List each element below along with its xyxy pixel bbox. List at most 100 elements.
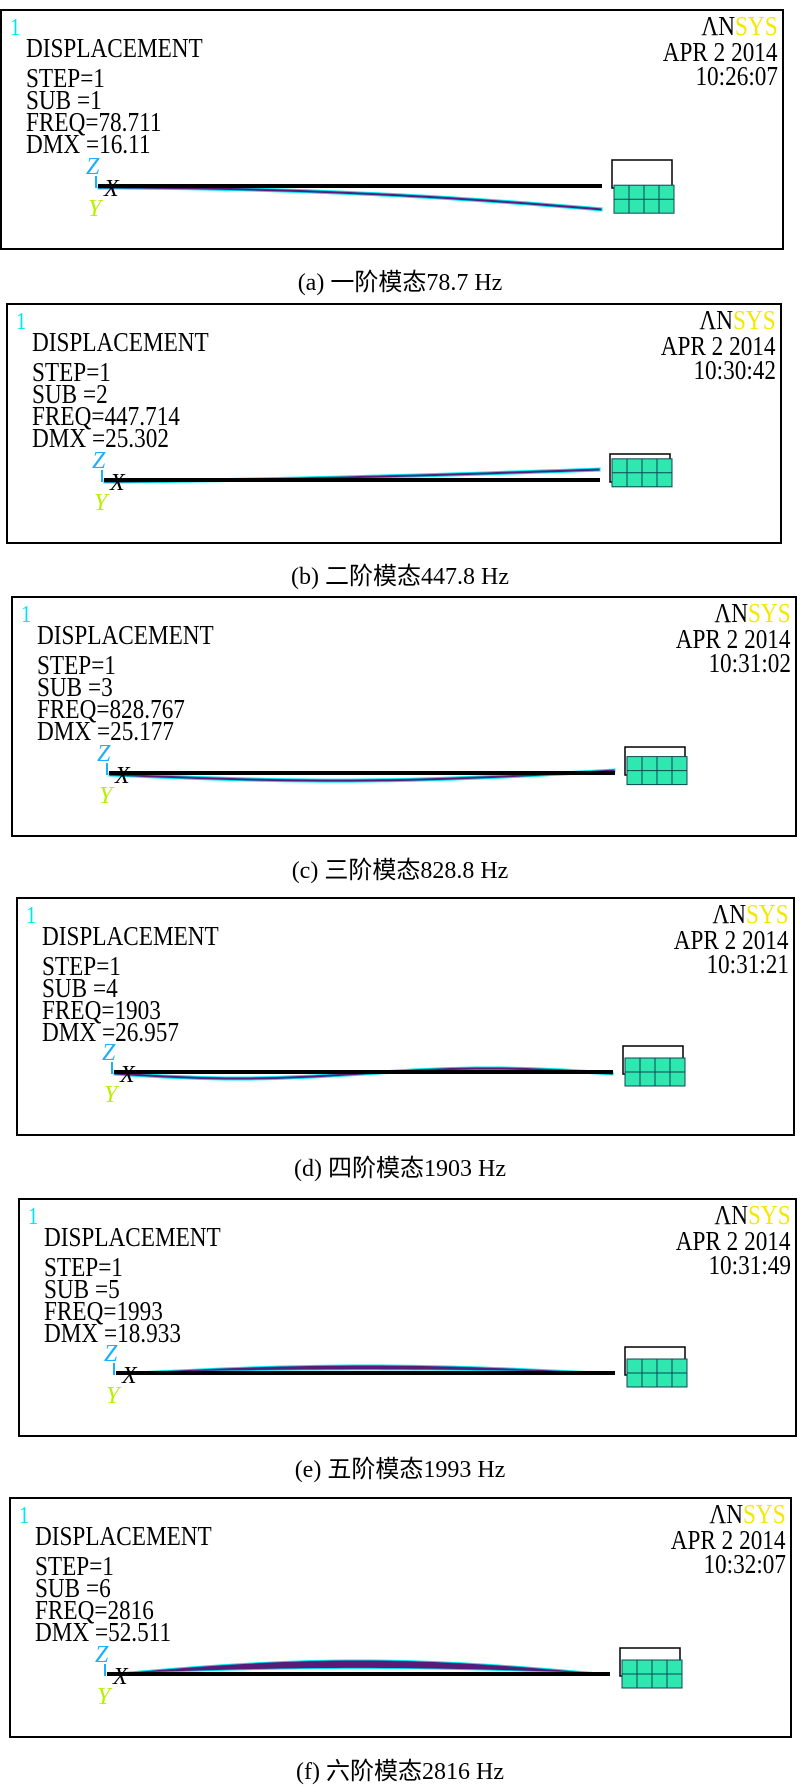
sub-label: SUB =3: [37, 672, 113, 702]
axis-x-label: X: [109, 470, 126, 496]
figure-caption: (e) 五阶模态1993 Hz: [294, 1457, 506, 1483]
time-label: 10:26:07: [695, 61, 778, 91]
axis-y-label: Y: [99, 783, 115, 809]
window-number: 1: [26, 903, 37, 929]
deformed-beam: [97, 185, 603, 212]
axis-x-label: X: [119, 1062, 136, 1088]
ansys-logo-sys: SYS: [733, 305, 776, 335]
date-label: APR 2 2014: [676, 1226, 791, 1256]
mode-shape-plot: ZXY: [102, 1040, 686, 1108]
axis-z-label: Z: [102, 1040, 116, 1066]
sub-label: SUB =1: [26, 85, 102, 115]
time-label: 10:32:07: [703, 1549, 786, 1579]
step-label: STEP=1: [44, 1252, 123, 1282]
time-label: 10:31:49: [708, 1250, 791, 1280]
ansys-logo: ΛNSYS: [713, 901, 789, 928]
axis-z-label: Z: [92, 448, 106, 474]
ansys-logo: ΛNSYS: [715, 1202, 791, 1229]
ansys-logo-an: ΛN: [714, 598, 749, 628]
date-label: APR 2 2014: [674, 925, 789, 955]
ansys-logo-sys: SYS: [735, 11, 778, 41]
dmx-label: DMX =25.302: [32, 423, 169, 453]
freq-label: FREQ=78.711: [26, 107, 162, 137]
mode-shape-plot: ZXY: [104, 1341, 688, 1409]
plot-title: DISPLACEMENT: [35, 1521, 212, 1551]
mode-shape-plot: ZXY: [97, 741, 688, 809]
deformed-beam: [106, 1659, 611, 1675]
freq-label: FREQ=447.714: [32, 401, 180, 431]
plot-title: DISPLACEMENT: [44, 1222, 221, 1252]
dmx-label: DMX =16.11: [26, 129, 151, 159]
step-label: STEP=1: [32, 357, 111, 387]
axis-y-label: Y: [106, 1383, 122, 1409]
axis-y-label: Y: [104, 1082, 120, 1108]
axis-x-label: X: [103, 176, 120, 202]
figure-caption: (d) 四阶模态1903 Hz: [294, 1156, 506, 1182]
plot-title: DISPLACEMENT: [26, 33, 203, 63]
ansys-logo: ΛNSYS: [715, 600, 791, 627]
dmx-label: DMX =18.933: [44, 1318, 181, 1348]
plot-title: DISPLACEMENT: [42, 921, 219, 951]
plot-title: DISPLACEMENT: [37, 620, 214, 650]
time-label: 10:30:42: [693, 355, 776, 385]
ansys-logo-sys: SYS: [746, 899, 789, 929]
ansys-logo-sys: SYS: [748, 1200, 791, 1230]
figure-caption: (c) 三阶模态828.8 Hz: [291, 858, 509, 884]
axis-z-label: Z: [104, 1341, 118, 1367]
time-label: 10:31:02: [708, 648, 791, 678]
sub-label: SUB =6: [35, 1573, 111, 1603]
axis-x-label: X: [121, 1363, 138, 1389]
date-label: APR 2 2014: [676, 624, 791, 654]
ansys-logo-sys: SYS: [748, 598, 791, 628]
axis-y-label: Y: [94, 490, 110, 516]
undeformed-mass-block: [611, 159, 673, 189]
mode-shape-plot: ZXY: [95, 1642, 683, 1710]
step-label: STEP=1: [26, 63, 105, 93]
freq-label: FREQ=828.767: [37, 694, 185, 724]
ansys-logo-sys: SYS: [743, 1499, 786, 1529]
mode-shape-plot: ZXY: [86, 154, 675, 222]
ansys-logo-an: ΛN: [712, 899, 747, 929]
figure-caption: (b) 二阶模态447.8 Hz: [291, 564, 509, 590]
axis-x-label: X: [112, 1664, 129, 1690]
dmx-label: DMX =25.177: [37, 716, 174, 746]
figure-caption: (a) 一阶模态78.7 Hz: [297, 270, 503, 296]
ansys-logo: ΛNSYS: [710, 1501, 786, 1528]
ansys-logo: ΛNSYS: [700, 307, 776, 334]
ansys-logo: ΛNSYS: [702, 13, 778, 40]
date-label: APR 2 2014: [671, 1525, 786, 1555]
window-number: 1: [16, 309, 27, 335]
ansys-logo-an: ΛN: [714, 1200, 749, 1230]
freq-label: FREQ=1993: [44, 1296, 163, 1326]
step-label: STEP=1: [42, 951, 121, 981]
sub-label: SUB =4: [42, 973, 118, 1003]
freq-label: FREQ=1903: [42, 995, 161, 1025]
axis-y-label: Y: [97, 1684, 113, 1710]
deformed-beam: [108, 768, 616, 783]
axis-x-label: X: [114, 763, 131, 789]
date-label: APR 2 2014: [661, 331, 776, 361]
sub-label: SUB =2: [32, 379, 108, 409]
step-label: STEP=1: [35, 1551, 114, 1581]
freq-label: FREQ=2816: [35, 1595, 154, 1625]
axis-z-label: Z: [97, 741, 111, 767]
window-number: 1: [21, 602, 32, 628]
axis-y-label: Y: [88, 196, 104, 222]
window-number: 1: [28, 1204, 39, 1230]
mode-shape-plot: ZXY: [92, 448, 673, 516]
figure-caption: (f) 六阶模态2816 Hz: [296, 1759, 504, 1785]
plot-title: DISPLACEMENT: [32, 327, 209, 357]
date-label: APR 2 2014: [663, 37, 778, 67]
axis-z-label: Z: [95, 1642, 109, 1668]
window-number: 1: [10, 15, 21, 41]
step-label: STEP=1: [37, 650, 116, 680]
sub-label: SUB =5: [44, 1274, 120, 1304]
axis-z-label: Z: [86, 154, 100, 180]
dmx-label: DMX =52.511: [35, 1617, 172, 1647]
